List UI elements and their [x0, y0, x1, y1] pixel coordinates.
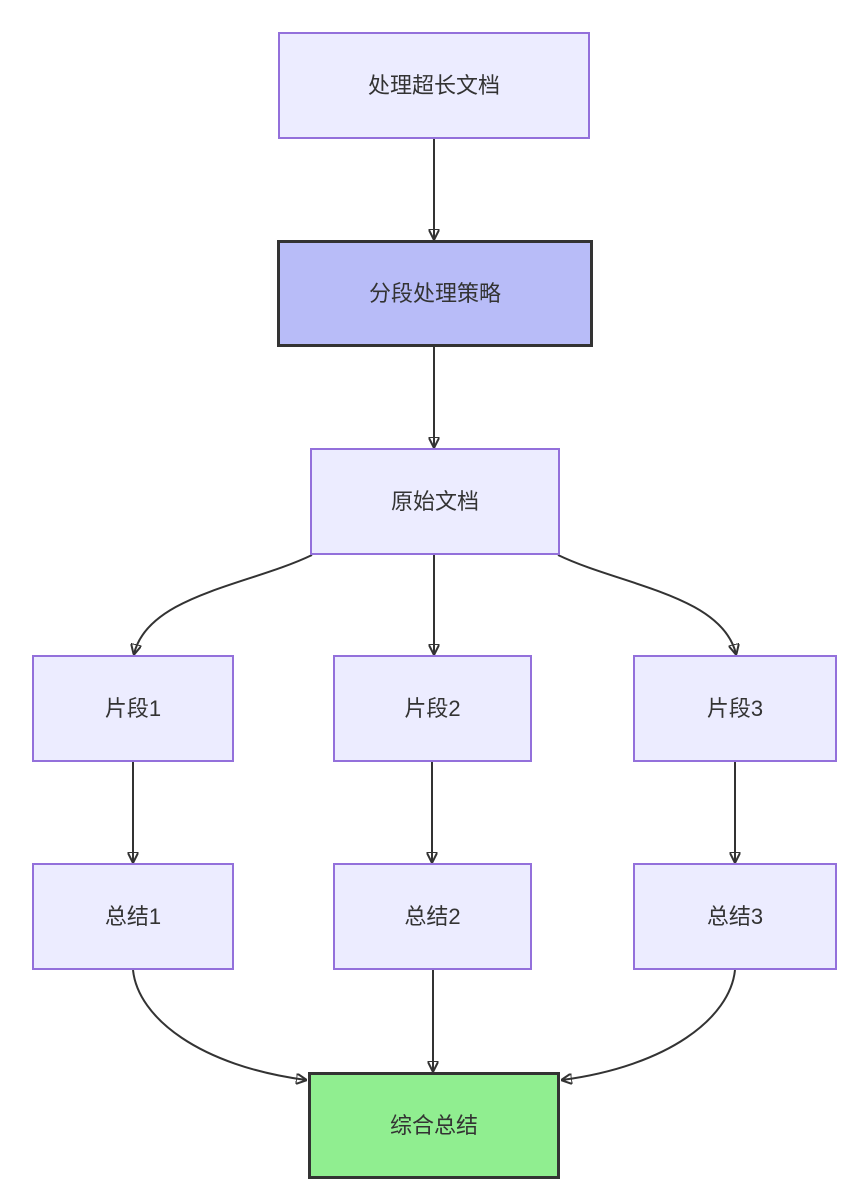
- node-strategy: 分段处理策略: [277, 240, 593, 347]
- node-start: 处理超长文档: [278, 32, 590, 139]
- edge-summary3-final: [562, 969, 736, 1080]
- node-summary3: 总结3: [633, 863, 837, 970]
- node-summary1: 总结1: [32, 863, 234, 970]
- node-doc: 原始文档: [310, 448, 560, 555]
- node-final: 综合总结: [308, 1072, 560, 1179]
- node-summary2: 总结2: [333, 863, 532, 970]
- edge-doc-chunk3: [557, 554, 736, 654]
- edge-doc-chunk1: [134, 554, 313, 654]
- node-chunk3: 片段3: [633, 655, 837, 762]
- edge-summary1-final: [132, 969, 306, 1080]
- node-chunk2: 片段2: [333, 655, 532, 762]
- node-chunk1: 片段1: [32, 655, 234, 762]
